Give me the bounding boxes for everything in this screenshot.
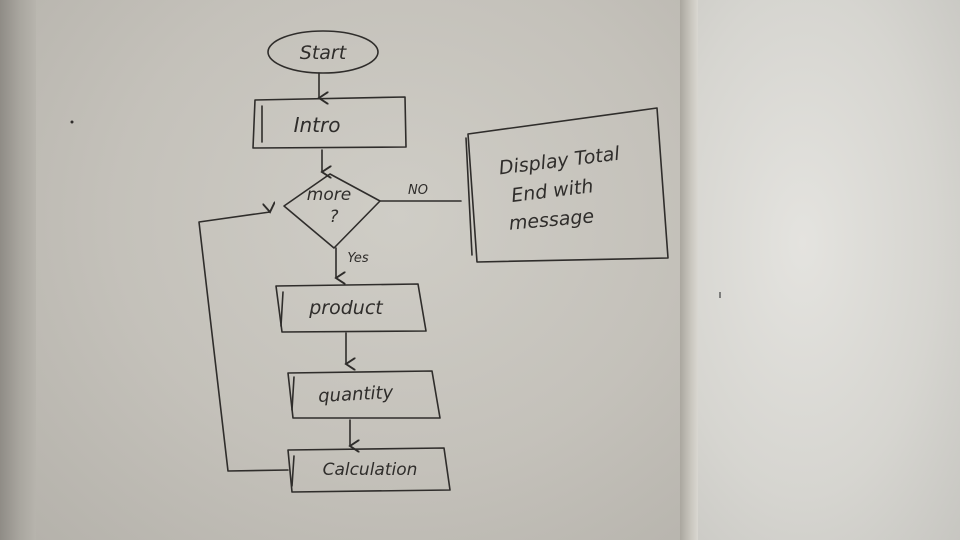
product-box: [275, 283, 427, 333]
whiteboard: [36, 0, 696, 540]
intro-box: [252, 96, 407, 149]
display-line3: message: [508, 205, 595, 234]
calculation-box-bar: [291, 455, 295, 487]
yes-label: Yes: [347, 251, 369, 266]
stray-dot: [70, 120, 74, 124]
quantity-box: [287, 370, 441, 419]
display-line1: Display Total: [498, 143, 622, 180]
decision-label-line2: ?: [329, 207, 338, 227]
product-label: product: [308, 297, 384, 319]
loop-back-arrow: [198, 212, 289, 472]
quantity-label: quantity: [318, 382, 394, 407]
quantity-box-bar: [291, 376, 295, 411]
calculation-label: Calculation: [323, 460, 418, 480]
product-box-bar: [280, 291, 284, 327]
display-line2: End with: [510, 175, 595, 207]
decision-diamond: [283, 173, 381, 249]
left-wall: [0, 0, 36, 540]
no-label: NO: [408, 183, 428, 198]
intro-label: Intro: [294, 113, 341, 137]
display-total-box-bar: [465, 137, 473, 256]
start-node: [267, 30, 379, 74]
whiteboard-edge: [680, 0, 698, 540]
calculation-box: [287, 447, 451, 493]
start-label: Start: [300, 42, 348, 64]
decision-label-line1: more: [307, 185, 351, 205]
right-wall: [698, 0, 960, 540]
display-total-box: [467, 107, 669, 263]
